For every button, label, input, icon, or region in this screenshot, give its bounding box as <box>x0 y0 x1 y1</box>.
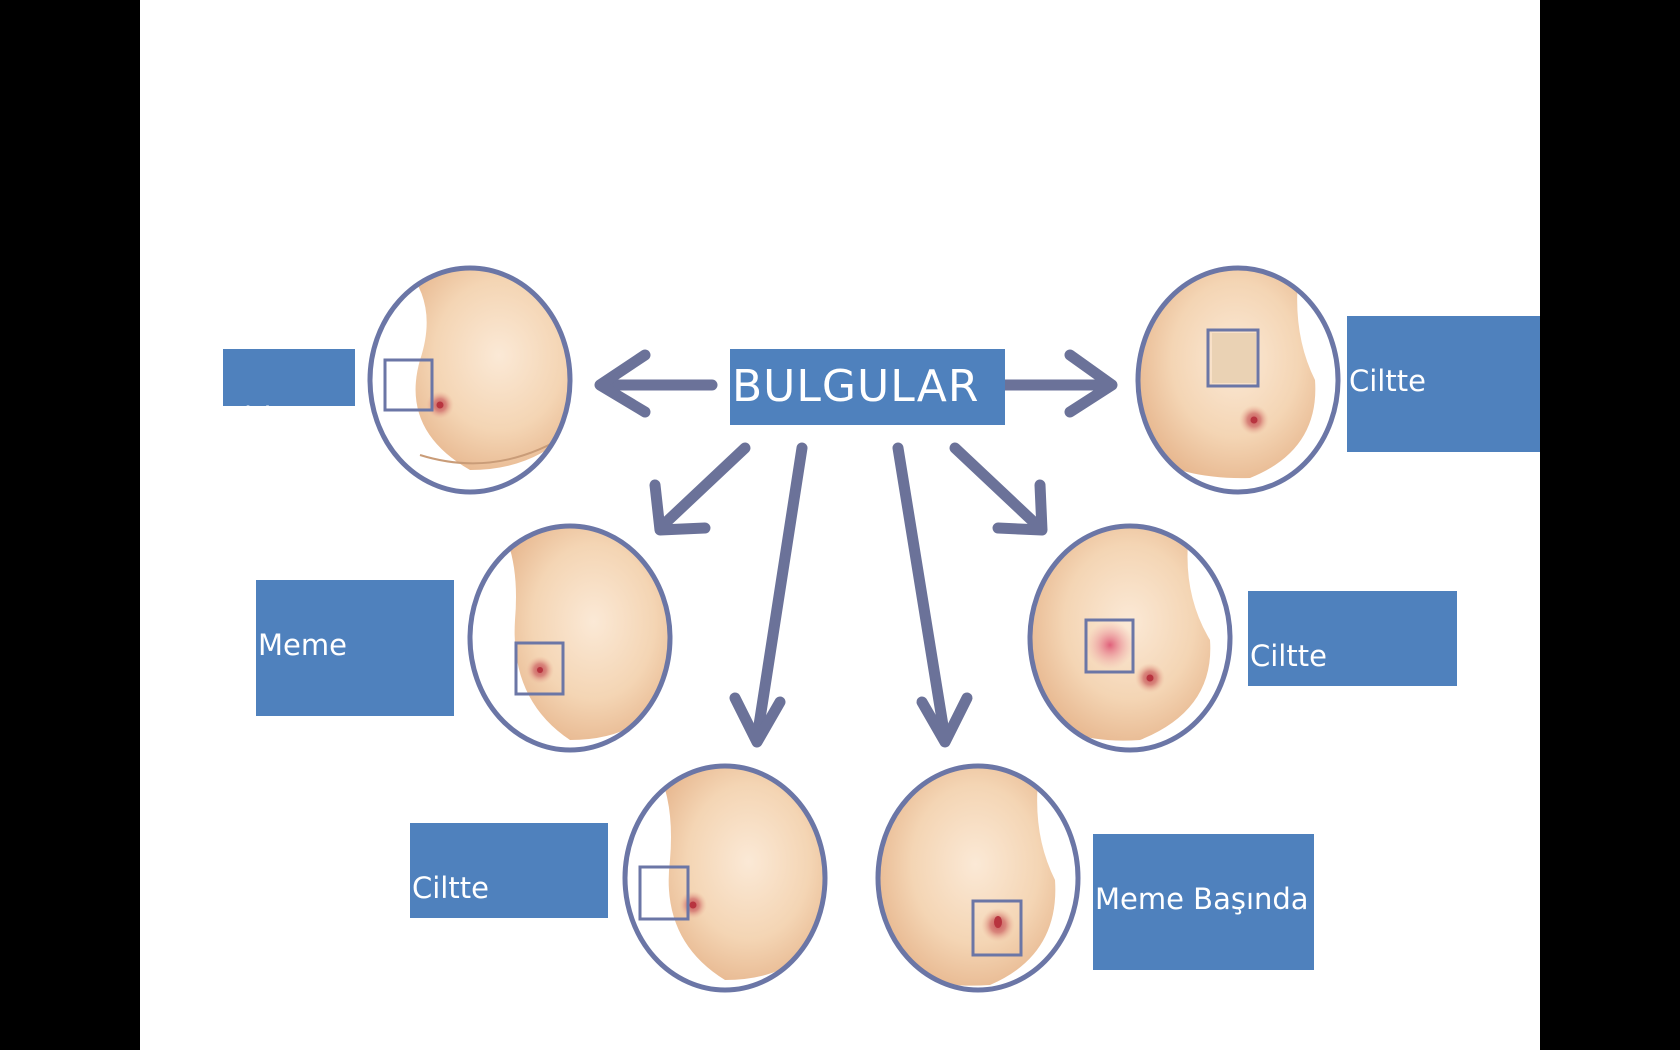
breast-illustration-discharge <box>875 763 1081 993</box>
arrow-to-peau <box>999 349 1118 418</box>
finding-label-line: Kızarıklık <box>1250 723 1380 757</box>
arrow-to-retraction <box>649 442 751 536</box>
finding-label-line: Ciltte <box>412 871 489 905</box>
arrow-to-redness <box>949 442 1048 536</box>
finding-label-peau: Ciltte Peau d’orange <box>1347 316 1540 566</box>
breast-illustration-skin-retraction <box>622 763 828 993</box>
breast-illustration-redness <box>1027 523 1233 753</box>
breast-illustration-retraction <box>467 523 673 753</box>
finding-label-line: Akıntı <box>1095 966 1178 1000</box>
finding-label-line: Ciltte <box>1349 364 1426 398</box>
finding-label-line: Meme <box>258 628 347 662</box>
finding-label-line: Kitle <box>225 401 290 435</box>
finding-label-line: Meme Başında <box>1095 882 1309 916</box>
finding-label-kitle: Kitle <box>223 349 355 435</box>
finding-label-line: Peau <box>1349 448 1420 482</box>
finding-label-line: Çekilme <box>412 955 530 989</box>
finding-label-line: Ciltte <box>1250 639 1327 673</box>
arrows <box>594 349 1118 748</box>
arrow-to-kitle <box>594 349 718 418</box>
arrow-to-skin-retraction <box>729 442 808 748</box>
arrow-to-discharge <box>892 442 973 748</box>
breast-illustration-peau <box>1135 265 1341 495</box>
finding-label-skin-retraction: Ciltte Çekilme <box>410 823 608 989</box>
finding-label-line: d’orange <box>1349 532 1479 566</box>
breast-illustration-kitle <box>367 265 573 495</box>
finding-label-retraction: Meme başında çekilme <box>256 580 454 830</box>
finding-label-line: çekilme <box>258 796 371 830</box>
center-label: BULGULAR <box>730 349 1005 425</box>
finding-label-redness: Ciltte Kızarıklık <box>1248 591 1457 757</box>
finding-label-discharge: Meme Başında Akıntı <box>1093 834 1314 1000</box>
finding-label-line: başında <box>258 712 372 746</box>
